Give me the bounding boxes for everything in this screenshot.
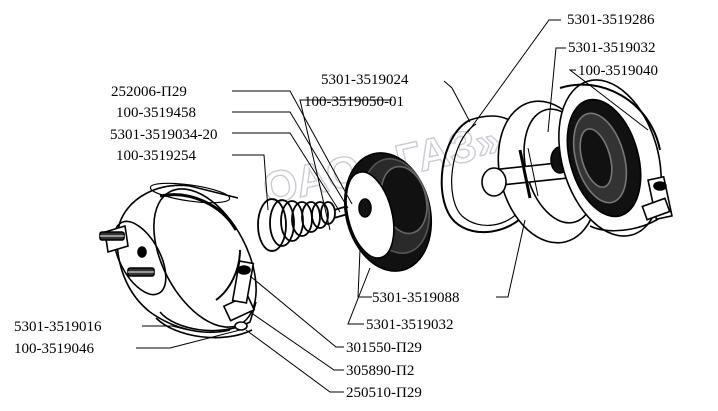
clamp-ring-left [155,260,257,339]
label-100-3519254: 100-3519254 [116,148,196,164]
diaphragm [343,152,433,272]
return-spring [257,198,349,252]
label-5301-3519286: 5301-3519286 [567,12,655,28]
label-252006-p29: 252006-П29 [111,84,187,100]
label-100-3519458: 100-3519458 [116,105,196,121]
callout-labels: 252006-П29 100-3519458 5301-3519034-20 1… [14,12,658,401]
label-5301-3519024: 5301-3519024 [321,72,409,88]
label-5301-3519032-top: 5301-3519032 [568,40,656,56]
brake-chamber-housing [99,182,257,333]
label-5301-3519016: 5301-3519016 [14,319,102,335]
label-301550-p29: 301550-П29 [346,340,422,356]
label-100-3519046: 100-3519046 [14,341,94,357]
label-100-3519040: 100-3519040 [578,63,658,79]
leader-lines [136,19,649,393]
label-305890-p2: 305890-П2 [346,363,414,379]
label-250510-p29: 250510-П29 [346,385,422,401]
clamp-ring-right [589,175,673,232]
label-100-3519050-01: 100-3519050-01 [304,94,404,110]
label-5301-3519032-bottom: 5301-3519032 [366,317,454,333]
label-5301-3519034-20: 5301-3519034-20 [110,127,218,143]
chamber-housing-right [558,79,662,237]
label-5301-3519088: 5301-3519088 [372,290,460,306]
